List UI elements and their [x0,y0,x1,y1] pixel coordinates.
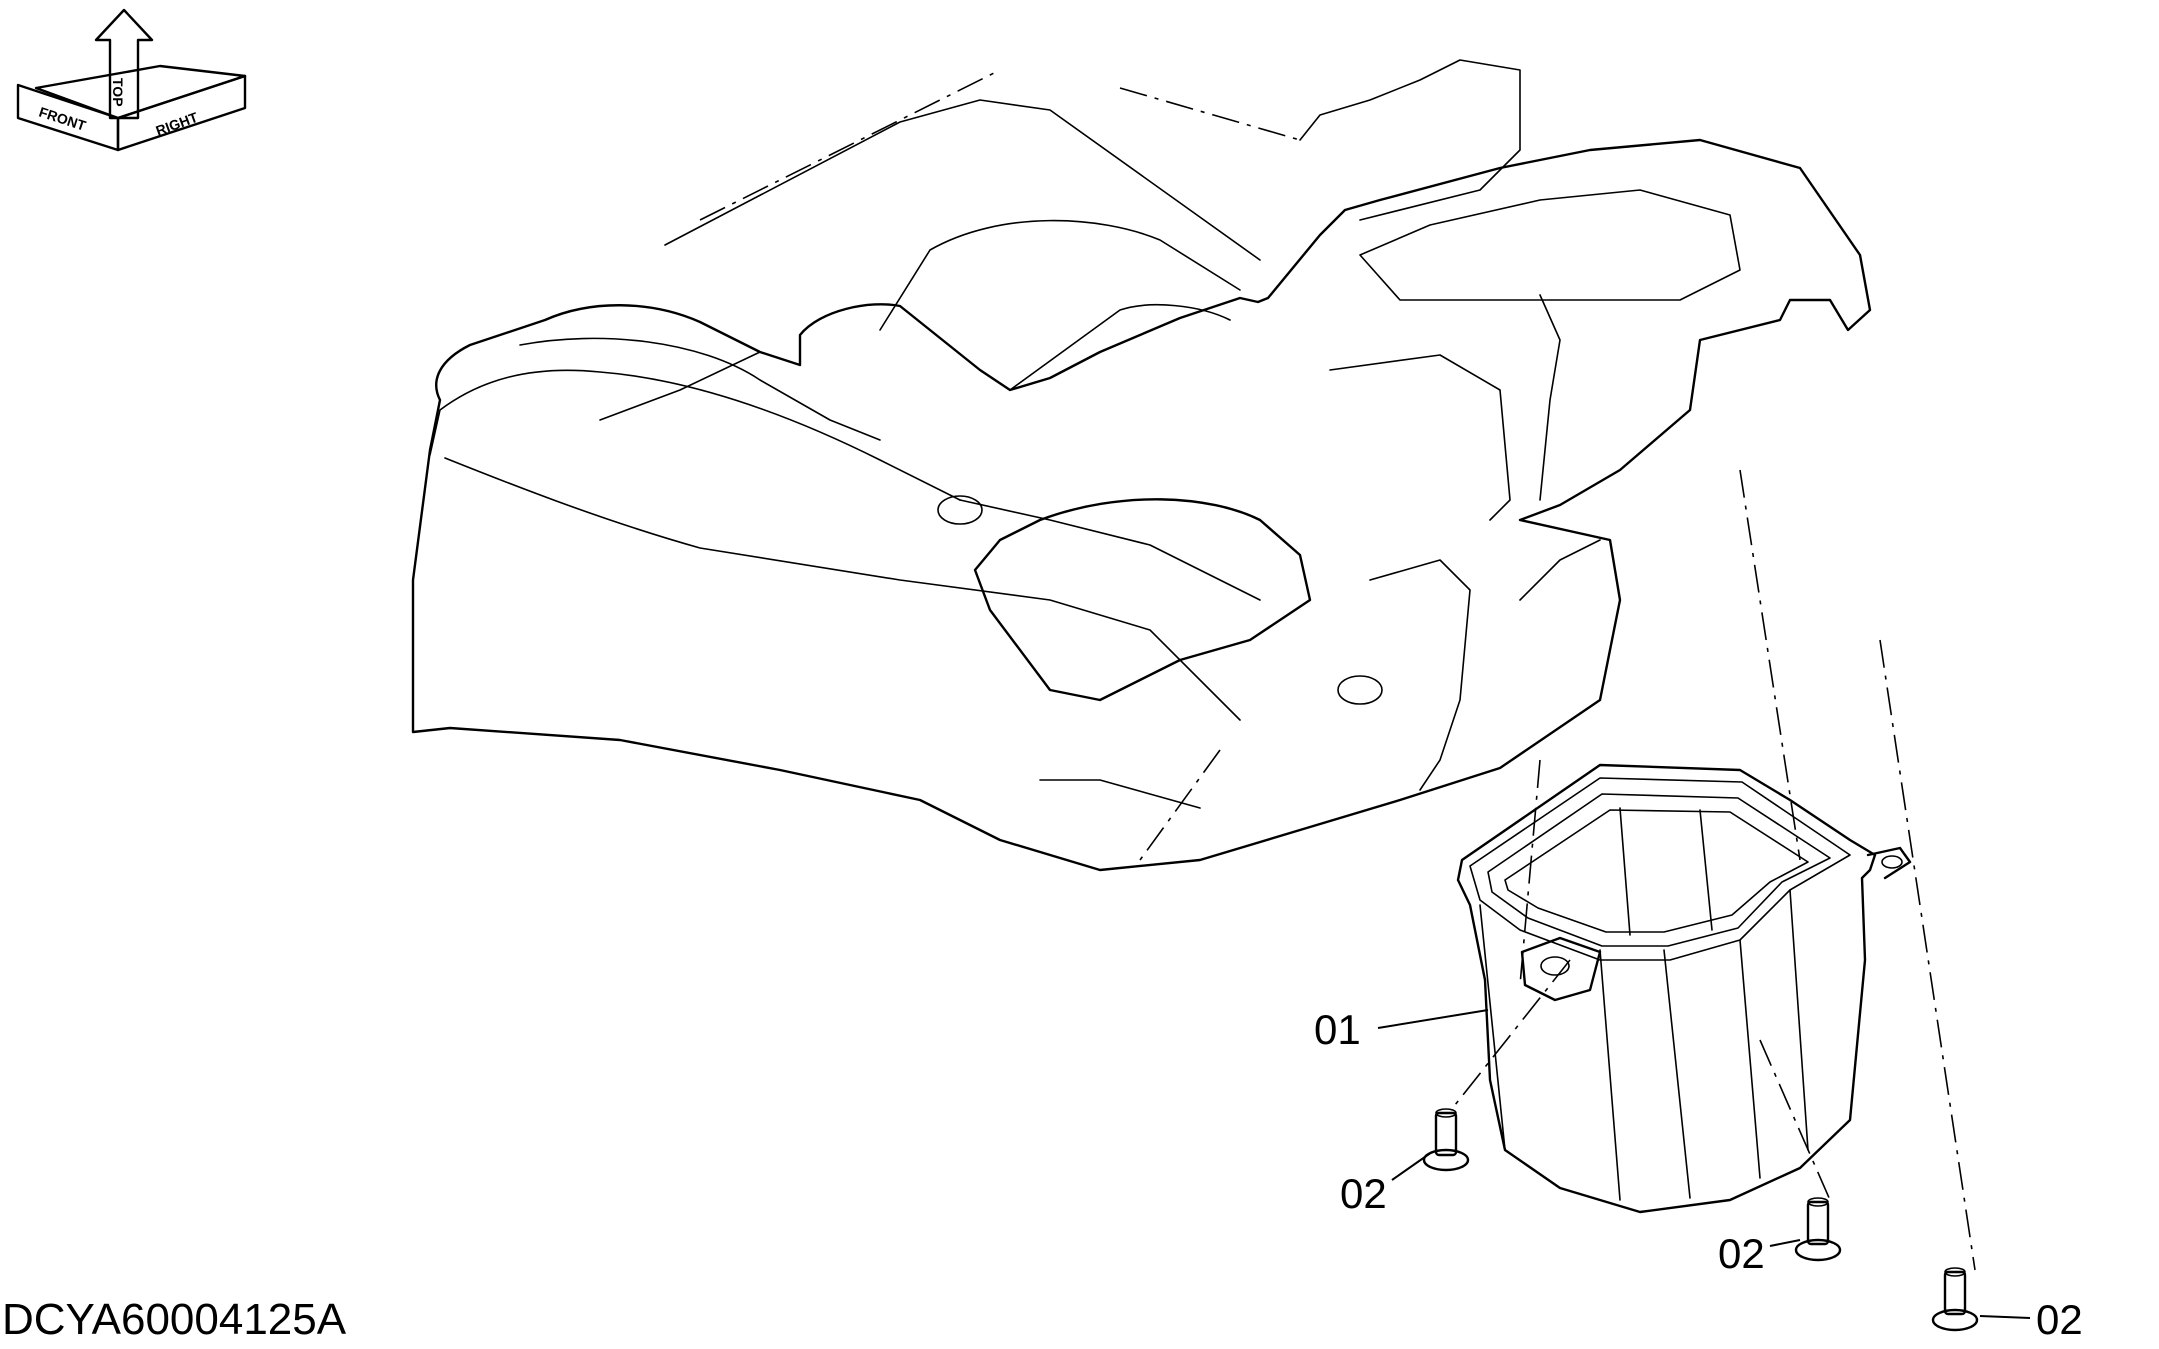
assembly-lines [699,69,1976,1271]
storage-box [1456,763,1912,1214]
screw-left [1422,1108,1470,1172]
orientation-front-label: FRONT [37,104,88,134]
orientation-right-label: RIGHT [154,109,201,139]
orientation-top-label: TOP [110,78,126,107]
callout-01: 01 [1314,1006,1361,1053]
console-body [411,59,1872,872]
orientation-indicator: FRONT TOP RIGHT [16,8,247,152]
callout-02-middle: 02 [1718,1230,1765,1277]
callout-02-right: 02 [2036,1296,2083,1343]
screw-middle [1794,1197,1842,1262]
screw-right [1931,1267,1979,1332]
drawing-code: DCYA60004125A [2,1295,347,1344]
callout-02-left: 02 [1340,1170,1387,1217]
leader-lines [1377,1009,2031,1319]
